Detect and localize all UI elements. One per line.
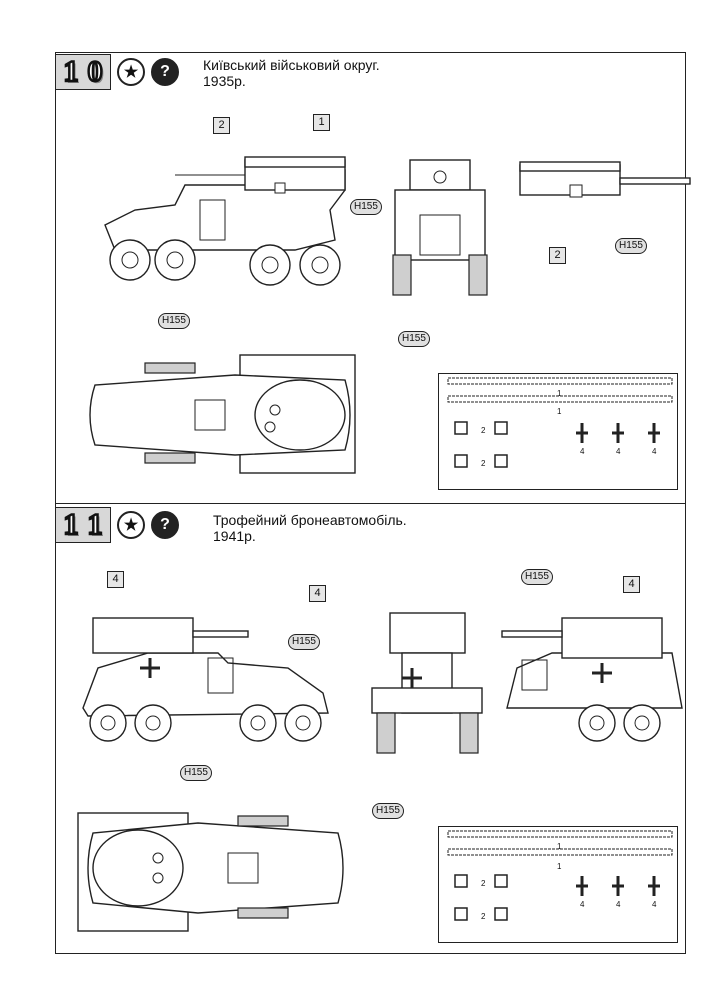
variant-10-header: 1 0 ★ ? <box>55 52 198 92</box>
top-view-drawing <box>89 354 356 474</box>
decal-label: 2 <box>481 426 486 435</box>
paint-code-label: H155 <box>158 313 190 329</box>
decal-label: 2 <box>481 912 486 921</box>
callout-number: 4 <box>623 576 640 593</box>
title-line-year: 1935р. <box>203 73 246 89</box>
decal-sheet <box>438 826 678 943</box>
section-divider <box>55 503 686 504</box>
paint-code-label: H155 <box>180 765 212 781</box>
question-icon: ? <box>151 58 179 86</box>
decal-stripes <box>447 830 673 856</box>
decal-label: 1 <box>557 842 562 851</box>
paint-code-label: H155 <box>615 238 647 254</box>
variant-digit: 1 <box>62 508 80 541</box>
side-view-drawing <box>104 156 346 286</box>
side-view-drawing <box>82 617 329 742</box>
decal-label: 4 <box>616 447 621 456</box>
variant-digit: 0 <box>86 55 104 88</box>
turret-side-drawing <box>519 161 691 198</box>
decal-label: 1 <box>557 389 562 398</box>
decal-label: 4 <box>580 447 585 456</box>
star-icon: ★ <box>117 511 145 539</box>
title-line-unit: Київський військовий округ. <box>203 57 380 73</box>
star-icon: ★ <box>117 58 145 86</box>
decal-label: 1 <box>557 862 562 871</box>
callout-number: 2 <box>549 247 566 264</box>
variant-11-header: 1 1 ★ ? <box>55 505 198 545</box>
variant-digit: 1 <box>62 55 80 88</box>
paint-code-label: H155 <box>398 331 430 347</box>
decal-label: 2 <box>481 459 486 468</box>
decal-label: 4 <box>652 447 657 456</box>
decal-label: 4 <box>580 900 585 909</box>
paint-code-label: H155 <box>288 634 320 650</box>
decal-label: 4 <box>616 900 621 909</box>
variant-digit: 1 <box>86 508 104 541</box>
decal-label: 4 <box>652 900 657 909</box>
callout-number: 4 <box>107 571 124 588</box>
callout-number: 1 <box>313 114 330 131</box>
decal-stripes <box>447 377 673 403</box>
variant-10-title: Київський військовий округ. 1935р. <box>203 57 380 89</box>
variant-number-badge: 1 1 <box>55 507 111 543</box>
front-view-drawing <box>392 159 488 296</box>
question-icon: ? <box>151 511 179 539</box>
paint-code-label: H155 <box>372 803 404 819</box>
title-line-unit: Трофейний бронеавтомобіль. <box>213 512 407 528</box>
title-line-year: 1941р. <box>213 528 256 544</box>
variant-number-badge: 1 0 <box>55 54 111 90</box>
decal-squares <box>454 874 508 921</box>
callout-number: 4 <box>309 585 326 602</box>
paint-code-label: H155 <box>521 569 553 585</box>
callout-number: 2 <box>213 117 230 134</box>
decal-crosses <box>576 423 660 443</box>
decal-label: 2 <box>481 879 486 888</box>
rear-side-view-drawing <box>501 617 683 742</box>
decal-sheet <box>438 373 678 490</box>
decal-squares <box>454 421 508 468</box>
decal-crosses <box>576 876 660 896</box>
variant-11-title: Трофейний бронеавтомобіль. 1941р. <box>213 512 407 544</box>
top-view-drawing <box>77 812 344 932</box>
paint-code-label: H155 <box>350 199 382 215</box>
decal-label: 1 <box>557 407 562 416</box>
front-view-drawing <box>371 612 483 754</box>
